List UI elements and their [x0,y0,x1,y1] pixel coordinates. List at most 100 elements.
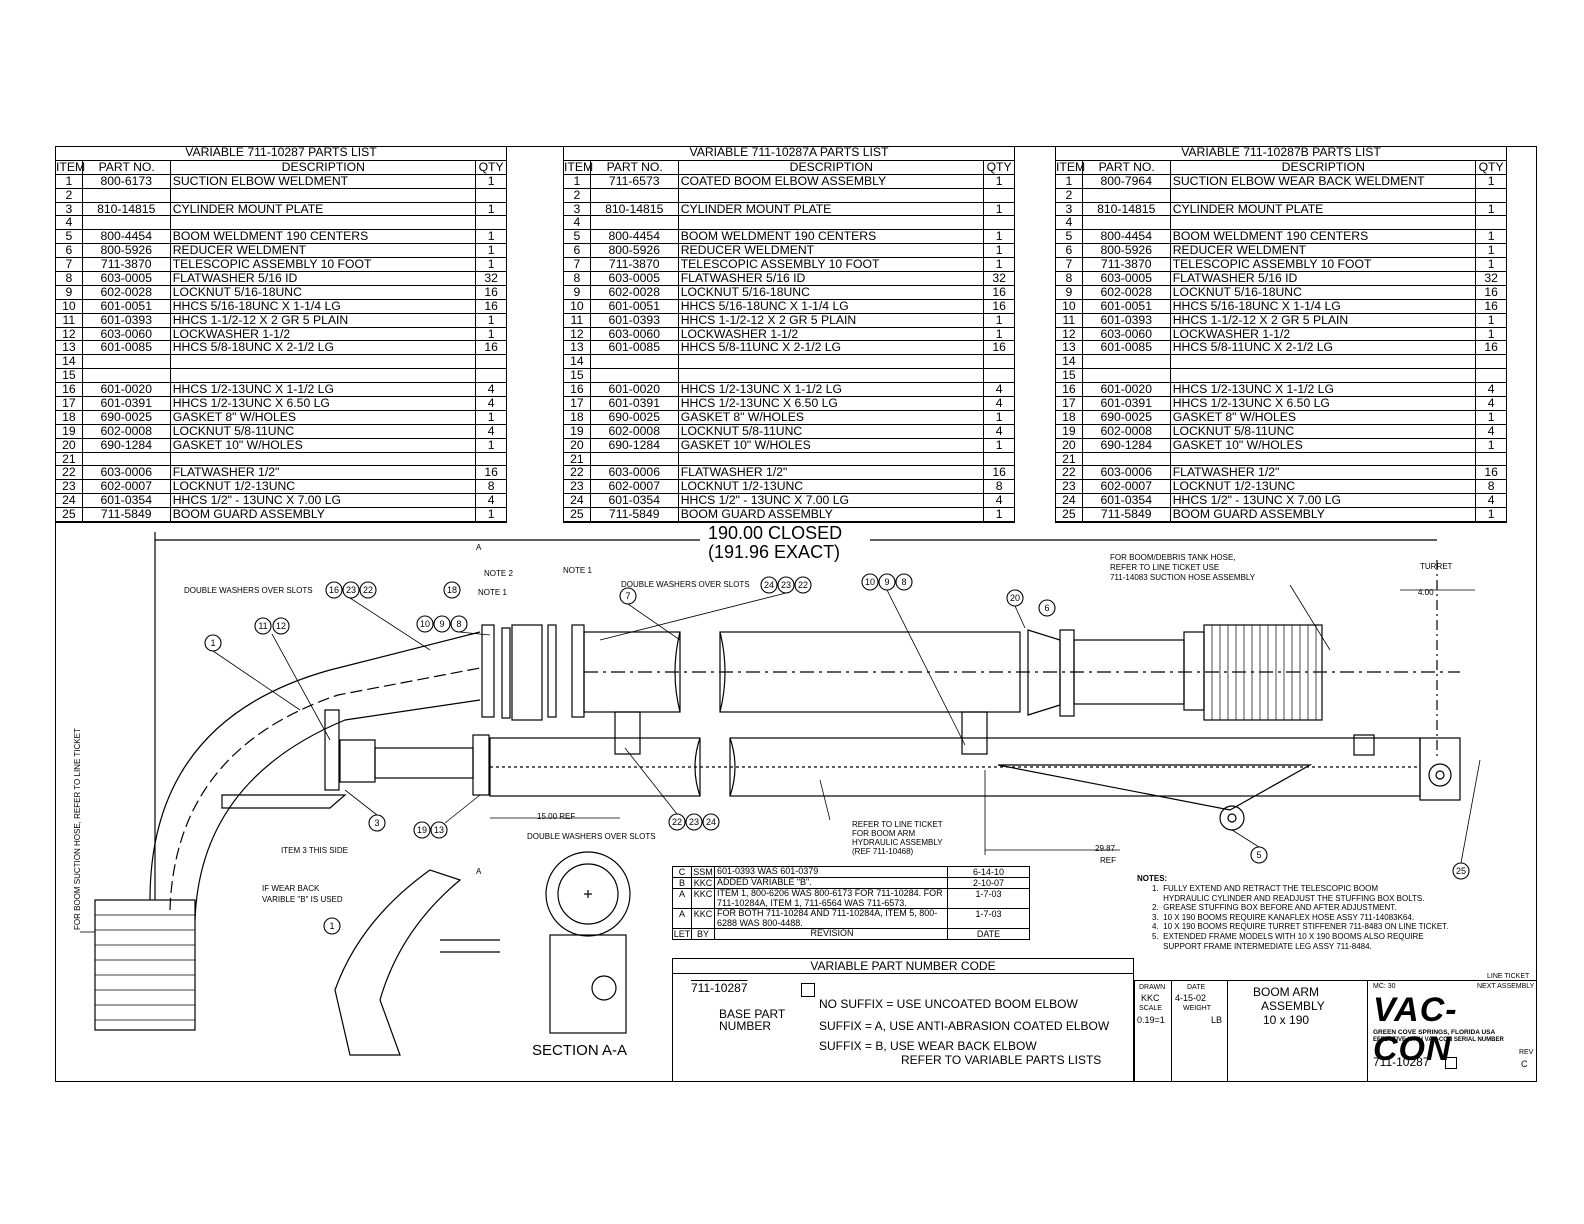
table-cell: 17 [1056,396,1083,410]
table-cell: 4 [1056,216,1083,229]
table-row: 21 [1056,452,1506,467]
table-cell: 601-0393 [591,313,679,327]
effective-note: EFFECTIVE WITH VAC-CON SERIAL NUMBER [1373,1037,1504,1043]
table-cell: GASKET 10" W/HOLES [679,438,985,452]
table-cell [1171,216,1477,230]
table-cell: HHCS 5/16-18UNC X 1-1/4 LG [171,299,477,313]
table-cell: 800-6173 [83,174,171,188]
table-cell: 711-3870 [591,257,679,271]
table-cell: 20 [564,438,591,452]
revision-cell: 1-7-03 [975,889,1002,899]
table-cell: 601-0020 [591,382,679,396]
balloon: 5 [1256,850,1261,860]
balloon: 8 [901,577,906,587]
table-cell: 711-5849 [1083,507,1171,521]
table-cell: 1 [487,326,495,341]
revision-header-cell: DATE [976,929,1001,939]
table-cell [1171,452,1477,466]
table-cell: 1 [487,437,495,452]
parts-list-title: VARIABLE 711-10287 PARTS LIST [56,145,506,161]
note-double-washers: DOUBLE WASHERS OVER SLOTS [527,832,656,841]
table-cell: 15 [1056,368,1083,382]
table-cell: 1 [1487,173,1495,188]
note-line: HYDRAULIC CYLINDER AND READJUST THE STUF… [1152,893,1425,903]
table-cell: 1 [487,257,495,272]
table-cell: 601-0393 [83,313,171,327]
table-cell: 12 [564,327,591,340]
table-cell: 810-14815 [83,202,171,215]
table-cell: 2 [1056,188,1083,202]
note-line: 1. FULLY EXTEND AND RETRACT THE TELESCOP… [1152,884,1378,893]
table-cell [591,355,679,369]
drawn-label: DRAWN [1139,984,1166,991]
dim-4: 4.00 [1418,588,1434,597]
revision-cell: A [673,909,692,928]
table-cell: 2 [56,188,83,202]
table-cell: 13 [56,341,83,354]
table-cell: 7 [1056,257,1083,271]
table-cell: FLATWASHER 5/16 ID [171,272,477,285]
revision-cell: B [673,878,692,888]
suffix-box [801,983,815,997]
balloon: 7 [625,591,630,601]
suffix-box [1445,1057,1457,1069]
table-cell: 6 [564,243,591,257]
table-cell: 6 [56,243,83,257]
table-cell: 25 [1056,507,1083,521]
table-cell: 603-0060 [591,327,679,340]
table-cell: HHCS 1-1/2-12 X 2 GR 5 PLAIN [679,313,985,327]
table-cell [679,369,985,383]
table-cell: 690-0025 [83,410,171,424]
revision-cell: 2-10-07 [972,878,1005,888]
table-cell: 603-0060 [83,327,171,340]
table-cell [83,355,171,369]
table-cell: LOCKNUT 5/8-11UNC [679,424,985,438]
column-header: ITEM [1056,159,1086,174]
note-line: 4. 10 X 190 BOOMS REQUIRE TURRET STIFFEN… [1152,922,1449,932]
revision-cell: ADDED VARIABLE "B". [715,877,948,888]
dim-closed: 190.00 CLOSED [708,523,843,543]
hose-note: 711-14083 SUCTION HOSE ASSEMBLY [1110,573,1256,582]
table-cell: 12 [1056,327,1083,340]
table-cell: 1 [564,174,591,188]
table-cell: 1 [1487,409,1495,424]
line-ticket-note: FOR BOOM ARM [852,829,916,838]
table-cell: 800-4454 [591,229,679,243]
table-cell: 601-0085 [83,341,171,354]
note-double-washers: DOUBLE WASHERS OVER SLOTS [621,580,750,589]
table-cell: 15 [564,368,591,382]
table-cell: 800-4454 [83,229,171,243]
suffix-option: SUFFIX = B, USE WEAR BACK ELBOW [819,1039,1037,1053]
revision-header-cell: LET [673,929,692,939]
table-cell: 1 [995,243,1003,258]
table-cell: 601-0391 [591,396,679,410]
table-cell: 16 [1484,298,1498,313]
table-cell: 1 [1487,437,1495,452]
table-cell [1171,369,1477,383]
table-cell [679,188,985,202]
section-label: SECTION A-A [532,1042,628,1059]
table-cell: 21 [564,452,591,465]
table-cell: 4 [995,493,1003,508]
table-cell: 602-0028 [83,285,171,299]
table-cell: 32 [992,271,1006,286]
table-cell: 602-0008 [1083,424,1171,438]
balloon: 1 [329,921,334,931]
table-row: 14 [56,354,506,370]
table-cell: 601-0354 [591,493,679,507]
table-cell: 601-0051 [1083,299,1171,313]
table-cell: 23 [56,479,83,493]
